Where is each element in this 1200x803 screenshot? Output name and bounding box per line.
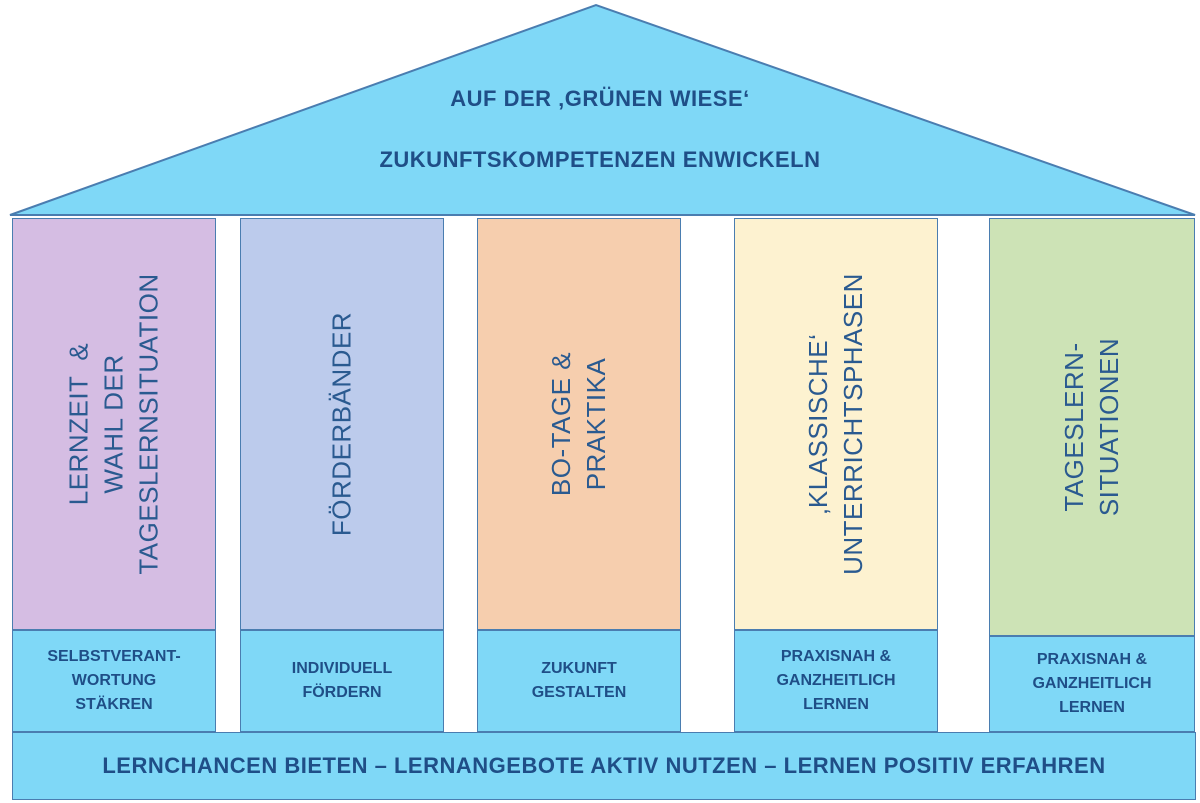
roof bbox=[9, 3, 1196, 216]
pillar-label: ‚KLASSISCHE‘ UNTERRICHTSPHASEN bbox=[802, 273, 868, 575]
roof-subtitle: ZUKUNFTSKOMPETENZEN ENWICKELN bbox=[379, 147, 821, 172]
pillar-base-zukunft: ZUKUNFT GESTALTEN bbox=[477, 630, 681, 732]
roof-title: AUF DER ‚GRÜNEN WIESE‘ bbox=[450, 86, 750, 111]
pillar-base-praxisnah-2: PRAXISNAH & GANZHEITLICH LERNEN bbox=[989, 636, 1195, 732]
pillar-label: LERNZEIT & WAHL DER TAGESLERNSITUATION bbox=[63, 273, 164, 575]
pillar-bo-tage: BO-TAGE & PRAKTIKA bbox=[477, 218, 681, 630]
pillar-label: TAGESLERN- SITUATIONEN bbox=[1058, 337, 1124, 517]
pillar-label: BO-TAGE & PRAKTIKA bbox=[545, 351, 611, 497]
pillar-klassische: ‚KLASSISCHE‘ UNTERRICHTSPHASEN bbox=[734, 218, 938, 630]
roof-triangle bbox=[9, 3, 1196, 216]
pillar-tageslernsituationen: TAGESLERN- SITUATIONEN bbox=[989, 218, 1195, 636]
pillar-label: FÖRDERBÄNDER bbox=[326, 311, 357, 537]
pillar-base-praxisnah-1: PRAXISNAH & GANZHEITLICH LERNEN bbox=[734, 630, 938, 732]
pillar-lernzeit: LERNZEIT & WAHL DER TAGESLERNSITUATION bbox=[12, 218, 216, 630]
pillar-base-selbstverantwortung: SELBSTVERANT- WORTUNG STÄKREN bbox=[12, 630, 216, 732]
pillar-base-individuell: INDIVIDUELL FÖRDERN bbox=[240, 630, 444, 732]
pillar-foerderbaender: FÖRDERBÄNDER bbox=[240, 218, 444, 630]
foundation: LERNCHANCEN BIETEN – LERNANGEBOTE AKTIV … bbox=[12, 732, 1196, 800]
